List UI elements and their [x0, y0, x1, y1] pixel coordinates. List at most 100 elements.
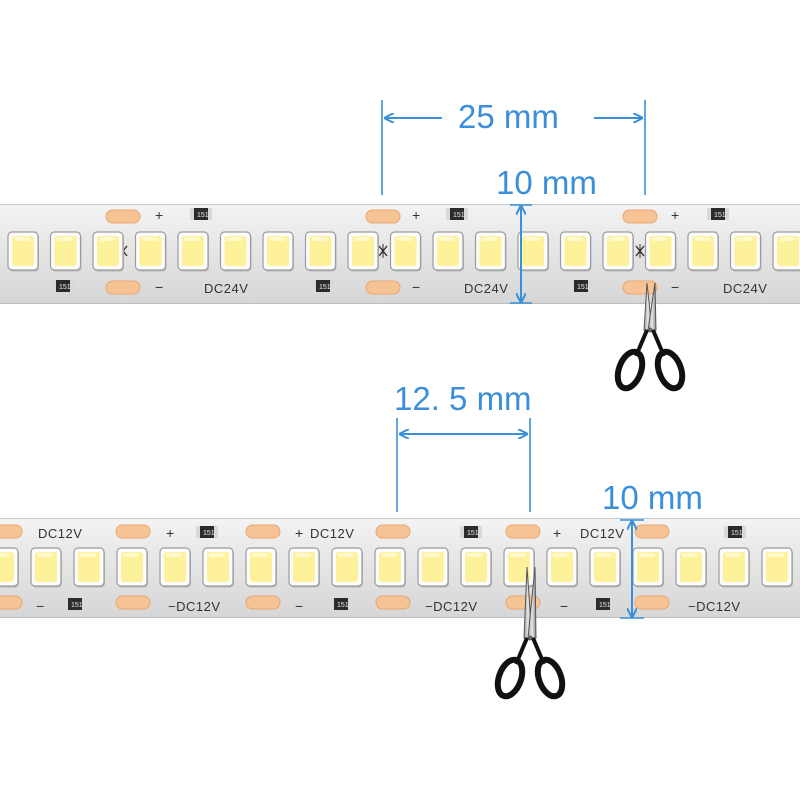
solder-pad-top: [622, 209, 658, 224]
solder-pad-bottom: [105, 280, 141, 295]
led-chip: [460, 547, 492, 588]
led-chip: [7, 231, 39, 272]
plus-marking: +: [295, 525, 303, 541]
led-chip: [347, 231, 379, 272]
led-chip: [772, 231, 800, 272]
led-chip: [116, 547, 148, 588]
led-chip: [589, 547, 621, 588]
led-chip: [30, 547, 62, 588]
resistor: 151: [592, 598, 614, 610]
solder-pad-bottom: [375, 595, 411, 610]
solder-pad-top: [105, 209, 141, 224]
scissors-handle: [534, 656, 566, 700]
resistor: 151: [707, 208, 729, 220]
resistor-code: 151: [319, 284, 331, 291]
led-chip: [474, 231, 507, 272]
led-strip-12v: 151 151 151 151 151 151 + + + − − −DC12V DC12V DC12V −…: [0, 518, 800, 618]
resistor: 151: [52, 280, 74, 292]
scissors-icon: [494, 566, 566, 700]
solder-pad-top: [505, 524, 541, 539]
solder-pad-bottom: [622, 280, 658, 295]
led-chip: [262, 231, 294, 272]
resistor-code: 151: [599, 602, 611, 609]
led-chip: [0, 547, 19, 588]
voltage-marking: DC12V: [580, 526, 624, 541]
scissors-group: [494, 282, 686, 700]
led-chip: [49, 231, 82, 272]
led-chip: [288, 547, 320, 588]
resistor: 151: [330, 598, 352, 610]
scissors-icon: [614, 282, 686, 392]
voltage-marking: −DC12V: [688, 599, 741, 614]
minus-marking: −: [155, 279, 163, 295]
resistor: 151: [446, 208, 468, 220]
width-24v-label: 10 mm: [496, 164, 597, 201]
minus-marking: −: [295, 598, 303, 614]
resistor-code: 151: [71, 602, 83, 609]
led-chip: [219, 231, 252, 272]
minus-marking: −: [671, 279, 679, 295]
resistor-code: 151: [453, 212, 465, 219]
scissors-handle: [614, 348, 646, 392]
led-chip: [417, 547, 449, 588]
led-chip: [602, 231, 634, 272]
led-chip: [675, 547, 707, 588]
plus-marking: +: [166, 525, 174, 541]
resistor: 151: [64, 598, 86, 610]
led-chip: [177, 231, 209, 272]
dimension-lines: [381, 100, 646, 619]
resistor: 151: [196, 526, 218, 538]
scissors-pivot: [527, 635, 533, 641]
plus-marking: +: [553, 525, 561, 541]
led-chip: [718, 547, 750, 588]
led-chip: [202, 547, 234, 588]
resistor-code: 151: [337, 602, 349, 609]
led-chip: [92, 231, 124, 272]
led-chip: [159, 547, 191, 588]
led-chip: [134, 231, 167, 272]
resistor: 151: [190, 208, 212, 220]
solder-pad-top: [365, 209, 401, 224]
led-chip: [374, 547, 406, 588]
solder-pad-top: [375, 524, 411, 539]
solder-pad-top: [0, 524, 23, 539]
resistor: 151: [724, 526, 746, 538]
resistor-code: 151: [203, 530, 215, 537]
cut-mark-icon: [378, 244, 388, 258]
width-12v-label: 10 mm: [602, 479, 703, 516]
led-chip: [559, 231, 592, 272]
voltage-marking: DC12V: [310, 526, 354, 541]
scissors-pivot: [647, 327, 653, 333]
led-chip: [73, 547, 105, 588]
solder-pad-bottom: [0, 595, 23, 610]
resistor-code: 151: [197, 212, 209, 219]
solder-pad-top: [115, 524, 151, 539]
led-chip: [761, 547, 793, 588]
voltage-marking: −DC12V: [425, 599, 478, 614]
resistor-code: 151: [59, 284, 71, 291]
cut-mark-icon: [635, 244, 645, 258]
solder-pad-bottom: [245, 595, 281, 610]
resistor: 151: [570, 280, 592, 292]
led-chip: [687, 231, 719, 272]
led-chip: [632, 547, 664, 588]
voltage-marking: DC24V: [723, 281, 767, 296]
led-chip: [517, 231, 549, 272]
led-chip: [729, 231, 762, 272]
plus-marking: +: [671, 207, 679, 223]
plus-marking: +: [155, 207, 163, 223]
resistor-code: 151: [577, 284, 589, 291]
solder-pad-top: [245, 524, 281, 539]
led-chip: [546, 547, 578, 588]
resistor: 151: [312, 280, 334, 292]
plus-marking: +: [412, 207, 420, 223]
resistor: 151: [460, 526, 482, 538]
minus-marking: −: [560, 598, 568, 614]
resistor-code: 151: [467, 530, 479, 537]
voltage-marking: DC12V: [38, 526, 82, 541]
minus-marking: −: [412, 279, 420, 295]
led-chip: [432, 231, 464, 272]
